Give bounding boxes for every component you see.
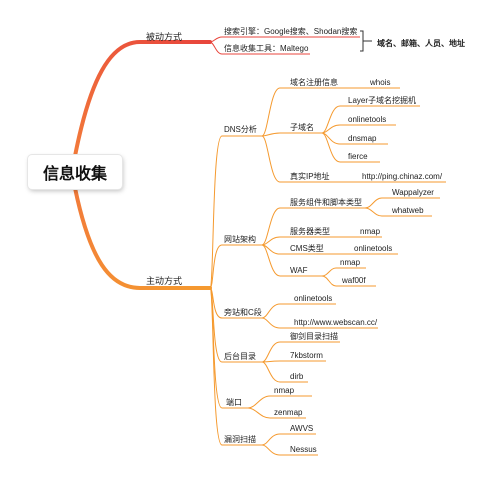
dns-subdomain-tool-layer: Layer子域名挖掘机 <box>348 96 417 105</box>
arch-service-tool-wappalyzer: Wappalyzer <box>392 188 434 197</box>
root-label: 信息收集 <box>42 166 107 183</box>
dns-subdomain-tool-onlinetools: onlinetools <box>348 115 387 124</box>
passive-callout: 域名、邮箱、人员、地址 <box>377 39 465 48</box>
active-edges <box>209 87 446 456</box>
active-node: 主动方式 <box>146 276 183 286</box>
arch-waf-tool-nmap: nmap <box>340 258 361 267</box>
arch-waf-label: WAF <box>290 266 308 275</box>
arch-cms-tool: onlinetools <box>354 244 393 253</box>
dns-node: DNS分析 <box>224 125 257 134</box>
backend-tool-7kbstorm: 7kbstorm <box>290 351 323 360</box>
vuln-tool-nessus: Nessus <box>290 445 317 454</box>
arch-server-tool: nmap <box>360 227 381 236</box>
arch-service-tool-whatweb: whatweb <box>392 206 424 215</box>
dns-subdomain-label: 子域名 <box>290 123 314 132</box>
dns-whois-label: 域名注册信息 <box>290 78 338 87</box>
side-tool-onlinetools: onlinetools <box>294 294 333 303</box>
vuln-tool-awvs: AWVS <box>290 424 314 433</box>
dns-subdomain-tool-dnsmap: dnsmap <box>348 134 377 143</box>
passive-edges <box>209 36 360 55</box>
arch-server-label: 服务器类型 <box>290 227 330 236</box>
port-tool-zenmap: zenmap <box>274 408 303 417</box>
passive-node: 被动方式 <box>146 32 183 42</box>
dns-subdomain-tool-fierce: fierce <box>348 152 368 161</box>
vuln-node: 漏洞扫描 <box>224 435 256 444</box>
dns-whois-tool: whois <box>370 78 391 87</box>
arch-waf-tool-waf00f: waf00f <box>342 276 366 285</box>
backend-node: 后台目录 <box>224 352 256 361</box>
passive-branch-edge <box>73 40 212 158</box>
active-branch-edge <box>73 186 212 290</box>
backend-tool-dirb: dirb <box>290 372 304 381</box>
dns-realip-tool: http://ping.chinaz.com/ <box>362 172 443 181</box>
arch-cms-label: CMS类型 <box>290 244 324 253</box>
root-node: 信息收集 <box>28 155 122 189</box>
port-tool-nmap: nmap <box>274 386 295 395</box>
side-node: 旁站和C段 <box>224 308 262 317</box>
passive-search-engine: 搜索引擎：Google搜索、Shodan搜索 <box>224 27 358 36</box>
port-node: 端口 <box>226 398 242 407</box>
passive-maltego: 信息收集工具：Maltego <box>224 44 309 53</box>
side-tool-webscan: http://www.webscan.cc/ <box>294 318 378 327</box>
callout-bracket <box>360 30 372 52</box>
arch-service-label: 服务组件和脚本类型 <box>290 198 362 207</box>
arch-node: 网站架构 <box>224 235 256 244</box>
backend-tool-yujian: 御剑目录扫描 <box>290 332 338 341</box>
dns-realip-label: 真实IP地址 <box>290 172 330 181</box>
